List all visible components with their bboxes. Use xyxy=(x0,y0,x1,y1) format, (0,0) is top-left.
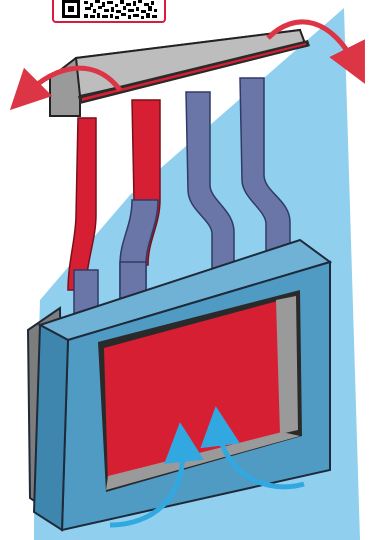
airflow-diagram xyxy=(0,0,372,540)
